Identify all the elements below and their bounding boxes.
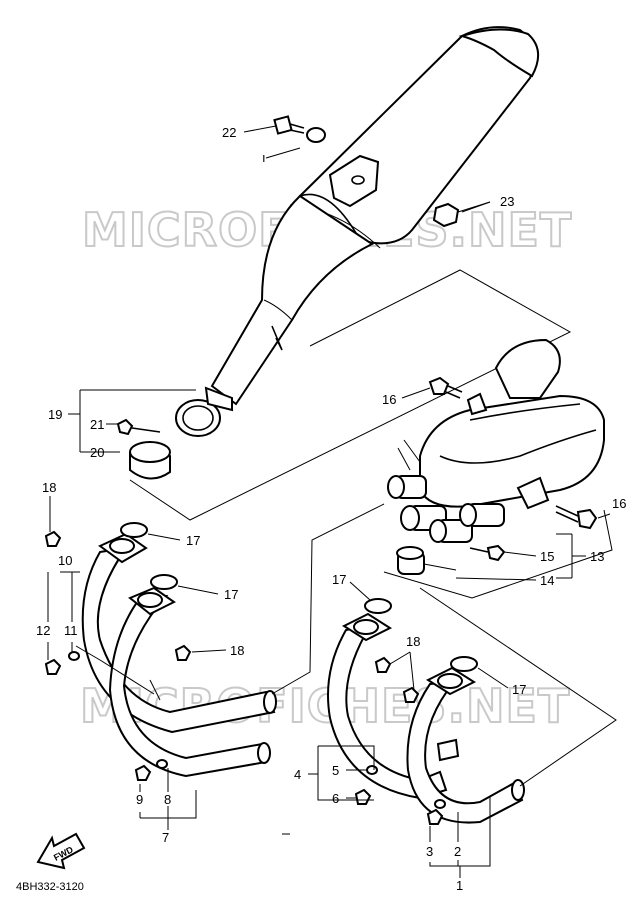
washer-2 bbox=[434, 799, 446, 809]
callout-20: 20 bbox=[90, 445, 104, 460]
gasket-17-b bbox=[150, 574, 178, 590]
gasket-17-c bbox=[364, 598, 392, 614]
callout-17-a: 17 bbox=[186, 533, 200, 548]
callout-22: 22 bbox=[222, 125, 236, 140]
bolt-9 bbox=[134, 764, 152, 781]
bolt-3 bbox=[426, 808, 444, 825]
callout-16-right: 16 bbox=[612, 496, 626, 511]
gasket-17-a bbox=[120, 522, 148, 538]
callout-6: 6 bbox=[332, 791, 339, 806]
bolt-16-top bbox=[428, 376, 463, 399]
callout-10: 10 bbox=[58, 553, 72, 568]
callout-mark-dot: ı bbox=[262, 150, 266, 165]
fwd-arrow-icon: FWD bbox=[36, 832, 86, 870]
bolt-16-right bbox=[555, 505, 598, 530]
callout-19: 19 bbox=[48, 407, 62, 422]
callout-8: 8 bbox=[164, 792, 171, 807]
callout-12: 12 bbox=[36, 623, 50, 638]
callout-23: 23 bbox=[500, 194, 514, 209]
pipe-to-chamber-line bbox=[271, 503, 385, 695]
nut-18-c1 bbox=[374, 656, 392, 673]
pipe-leader-line bbox=[75, 645, 155, 695]
callout-1: 1 bbox=[456, 878, 463, 893]
washer-11 bbox=[68, 651, 80, 661]
bolt-21 bbox=[116, 418, 161, 436]
callout-3: 3 bbox=[426, 844, 433, 859]
callout-5: 5 bbox=[332, 763, 339, 778]
nut-18-a bbox=[44, 530, 62, 547]
callout-18-b: 18 bbox=[230, 643, 244, 658]
exhaust-pipe-set-7 bbox=[81, 532, 277, 778]
bolt-12 bbox=[44, 658, 62, 675]
nut-18-c2 bbox=[402, 686, 420, 703]
callout-18-a: 18 bbox=[42, 480, 56, 495]
bolt-6 bbox=[354, 788, 372, 805]
gasket-17-d bbox=[450, 656, 478, 672]
callout-11: 11 bbox=[64, 623, 78, 638]
callout-17-b: 17 bbox=[224, 587, 238, 602]
gasket-14 bbox=[396, 546, 425, 575]
callout-13: 13 bbox=[590, 549, 604, 564]
washer-5 bbox=[366, 765, 378, 775]
chamber-inlets bbox=[387, 475, 505, 543]
gasket-20 bbox=[129, 441, 171, 480]
muffler-assembly bbox=[175, 26, 539, 437]
bolt-15 bbox=[469, 544, 506, 562]
nut-18-b bbox=[174, 644, 192, 661]
callout-4: 4 bbox=[294, 767, 301, 782]
muffler-group-outline bbox=[129, 269, 572, 521]
bolt-22: ı bbox=[262, 115, 326, 165]
callout-17-d: 17 bbox=[512, 682, 526, 697]
callout-2: 2 bbox=[454, 844, 461, 859]
callout-18-c: 18 bbox=[406, 634, 420, 649]
callout-21: 21 bbox=[90, 417, 104, 432]
callout-16-top: 16 bbox=[382, 392, 396, 407]
right-pipe-outline bbox=[419, 587, 617, 787]
callout-17-c: 17 bbox=[332, 572, 346, 587]
callout-15: 15 bbox=[540, 549, 554, 564]
callout-9: 9 bbox=[136, 792, 143, 807]
callout-7: 7 bbox=[162, 830, 169, 845]
callout-labels: 22 23 19 21 20 16 16 13 15 14 18 17 10 1… bbox=[36, 125, 626, 893]
washer-8 bbox=[156, 759, 168, 769]
leader-lines bbox=[47, 125, 611, 878]
callout-14: 14 bbox=[540, 573, 554, 588]
exhaust-pipe-set-1 bbox=[327, 612, 525, 824]
chamber-group-outline bbox=[383, 509, 613, 599]
diagram-code: 4BH332-3120 bbox=[16, 881, 84, 893]
exhaust-chamber bbox=[387, 338, 605, 543]
